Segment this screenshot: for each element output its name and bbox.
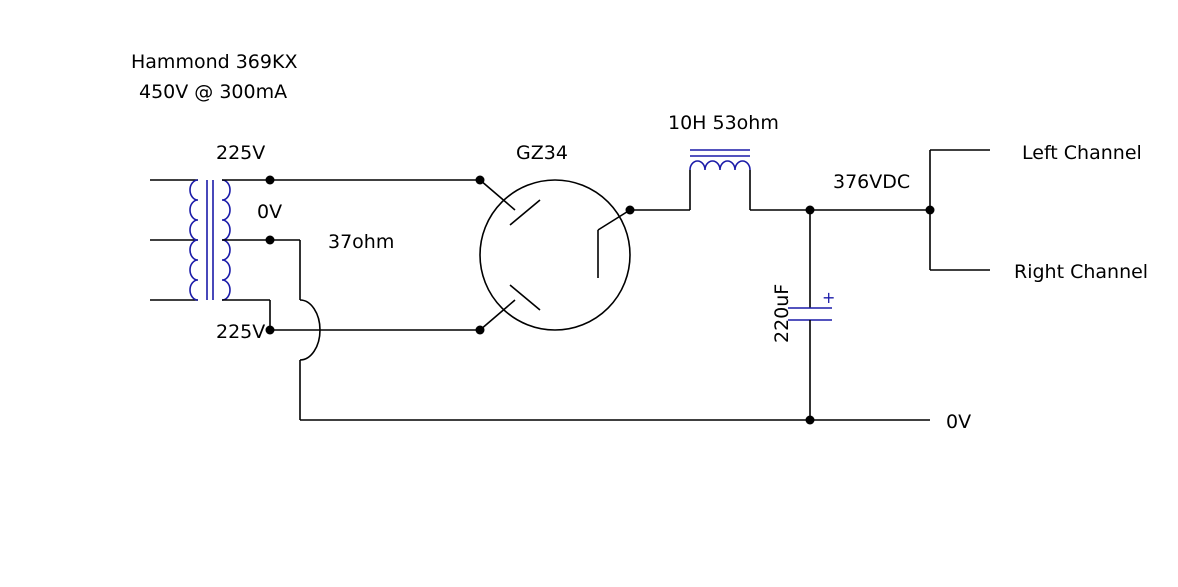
left-channel-label: Left Channel bbox=[1022, 142, 1142, 164]
capacitor-polarity-mark: + bbox=[822, 288, 835, 307]
tap-bottom-label: 225V bbox=[216, 321, 265, 343]
transformer-rating-label: 450V @ 300mA bbox=[139, 81, 287, 103]
junction-dot bbox=[265, 175, 275, 185]
right-channel-label: Right Channel bbox=[1014, 261, 1148, 283]
capacitor-symbol bbox=[788, 210, 832, 420]
tap-center-label: 0V bbox=[257, 201, 282, 223]
junction-dot bbox=[925, 205, 935, 215]
ground-label: 0V bbox=[946, 411, 971, 433]
junction-dot bbox=[475, 175, 485, 185]
wire-center-tap-ground bbox=[240, 239, 930, 421]
rectifier-tube-symbol bbox=[479, 179, 631, 331]
junction-dot bbox=[265, 325, 275, 335]
junction-dot bbox=[475, 325, 485, 335]
output-voltage-label: 376VDC bbox=[833, 171, 910, 193]
wire-bottom-anode bbox=[240, 299, 480, 331]
tap-top-label: 225V bbox=[216, 142, 265, 164]
resistor-value-label: 37ohm bbox=[328, 231, 394, 253]
junction-dot bbox=[265, 235, 275, 245]
primary-winding bbox=[189, 179, 199, 301]
capacitor-value-label: 220uF bbox=[771, 284, 793, 343]
transformer-symbol bbox=[150, 179, 240, 301]
choke-value-label: 10H 53ohm bbox=[668, 112, 779, 134]
transformer-model-label: Hammond 369KX bbox=[131, 51, 297, 73]
output-split bbox=[929, 149, 990, 271]
junction-dot bbox=[805, 415, 815, 425]
transformer-core bbox=[206, 180, 214, 300]
rectifier-tube-label: GZ34 bbox=[516, 142, 568, 164]
choke-symbol bbox=[630, 149, 930, 211]
